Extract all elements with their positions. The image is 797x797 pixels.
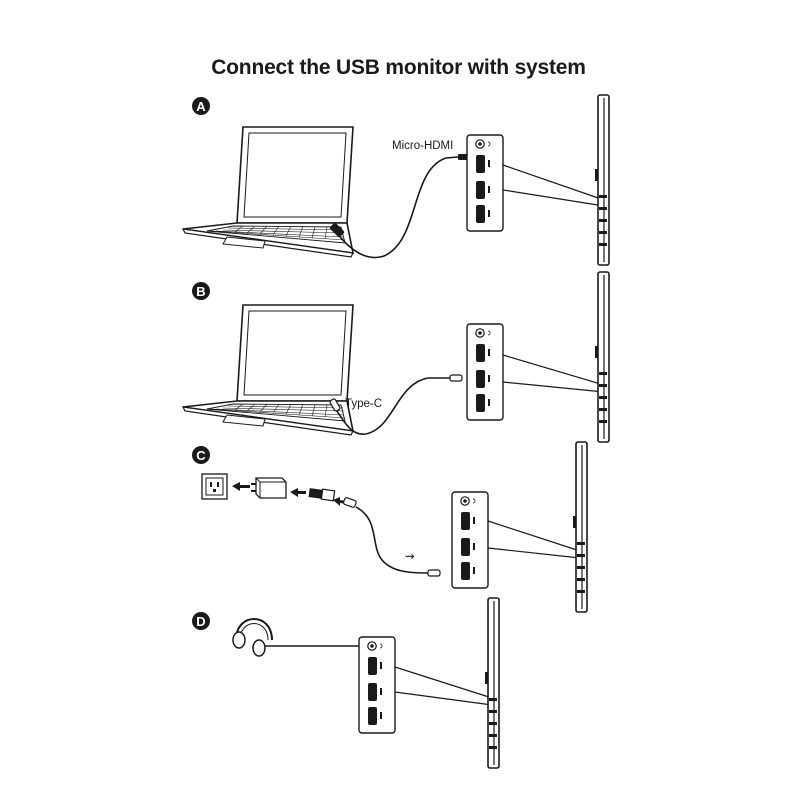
usb-a-plug-icon xyxy=(308,488,336,502)
marker-d-label: D xyxy=(196,614,205,629)
headphones-icon xyxy=(232,618,273,657)
marker-b xyxy=(192,282,210,300)
cable-label-b: Type-C xyxy=(345,398,382,410)
arrow-icon xyxy=(290,488,306,497)
usb-symbol-icon: ⇝ xyxy=(405,551,415,563)
laptop-icon xyxy=(182,304,354,436)
power-cable xyxy=(355,506,429,574)
marker-a-label: A xyxy=(196,99,206,114)
monitor-side-icon xyxy=(594,271,610,443)
monitor-side-icon xyxy=(572,441,588,613)
wall-outlet-icon xyxy=(201,473,228,500)
arrow-icon xyxy=(232,482,250,491)
micro-hdmi-plug-icon xyxy=(458,154,468,160)
micro-hdmi-cable xyxy=(335,156,459,259)
usb-c-plug-icon xyxy=(427,569,441,577)
monitor-side-icon xyxy=(484,597,500,769)
marker-d xyxy=(192,612,210,630)
usb-c-plug-icon xyxy=(329,398,341,412)
panel-a: A Micro-HDMI xyxy=(182,94,610,266)
usb-c-plug-icon xyxy=(449,374,463,382)
power-adapter-icon xyxy=(251,477,287,499)
marker-b-label: B xyxy=(196,284,205,299)
hdmi-plug-icon xyxy=(329,222,345,238)
panel-b: B Type-C xyxy=(182,271,610,443)
panel-d: D xyxy=(192,597,500,769)
page-title: Connect the USB monitor with system xyxy=(211,56,586,79)
laptop-icon xyxy=(182,126,354,258)
marker-a xyxy=(192,97,210,115)
port-panel-icon xyxy=(466,134,504,232)
port-panel-icon xyxy=(451,491,489,589)
panel-c: C ⇝ xyxy=(192,441,588,613)
monitor-side-icon xyxy=(594,94,610,266)
arrow-icon xyxy=(333,497,347,506)
cable-label-a: Micro-HDMI xyxy=(392,140,453,152)
marker-c-label: C xyxy=(196,448,206,463)
type-c-cable xyxy=(335,377,450,435)
port-panel-icon xyxy=(358,636,396,734)
usb-c-plug-icon xyxy=(342,497,357,508)
port-panel-icon xyxy=(466,323,504,421)
marker-c xyxy=(192,446,210,464)
